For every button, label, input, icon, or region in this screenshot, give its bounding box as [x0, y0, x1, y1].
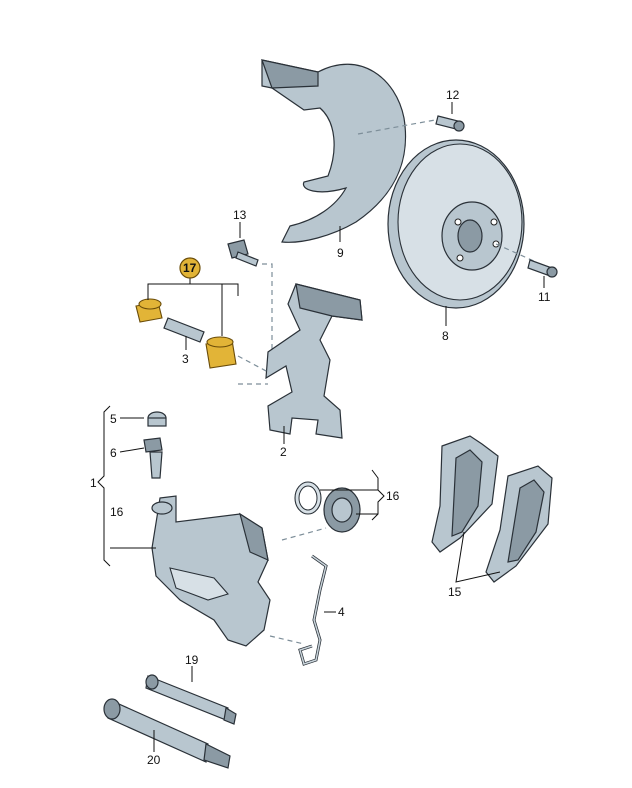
callout-9: 9 — [337, 246, 344, 260]
bolt-12 — [435, 115, 465, 132]
caliper-housing — [151, 495, 271, 647]
bleed-cap — [147, 411, 167, 427]
callout-11: 11 — [538, 290, 551, 304]
callout-3: 3 — [182, 352, 189, 366]
callout-19: 19 — [185, 653, 199, 667]
highlight-badge-17 — [179, 257, 201, 279]
bleed-screw — [143, 437, 163, 479]
callout-5: 5 — [110, 412, 117, 426]
callout-20: 20 — [147, 753, 161, 767]
callout-16-right: 16 — [386, 489, 400, 503]
grease-tube — [145, 674, 237, 725]
callout-4: 4 — [338, 605, 345, 619]
callout-6: 6 — [110, 446, 117, 460]
callout-17: 17 — [183, 261, 197, 275]
seal-ring — [294, 481, 322, 515]
callout-2: 2 — [280, 445, 287, 459]
callout-8: 8 — [442, 329, 449, 343]
callout-1: 1 — [90, 476, 97, 490]
leader-lines — [97, 102, 545, 752]
paste-tube — [103, 698, 231, 769]
callout-16-left: 16 — [110, 505, 124, 519]
bolt-11 — [527, 259, 558, 278]
guide-pin-set — [135, 298, 269, 373]
anti-rattle-spring — [269, 554, 328, 666]
callout-12: 12 — [446, 88, 460, 102]
caliper-carrier — [238, 283, 363, 439]
callout-13: 13 — [233, 208, 247, 222]
callout-labels: 12 13 9 17 11 8 3 5 2 6 1 16 16 4 15 19 … — [90, 88, 551, 767]
piston-boot — [281, 487, 361, 541]
bolt-13 — [227, 239, 294, 357]
brake-pads — [431, 435, 553, 583]
brake-disc — [387, 139, 537, 309]
callout-15: 15 — [448, 585, 462, 599]
splash-shield — [261, 59, 447, 243]
